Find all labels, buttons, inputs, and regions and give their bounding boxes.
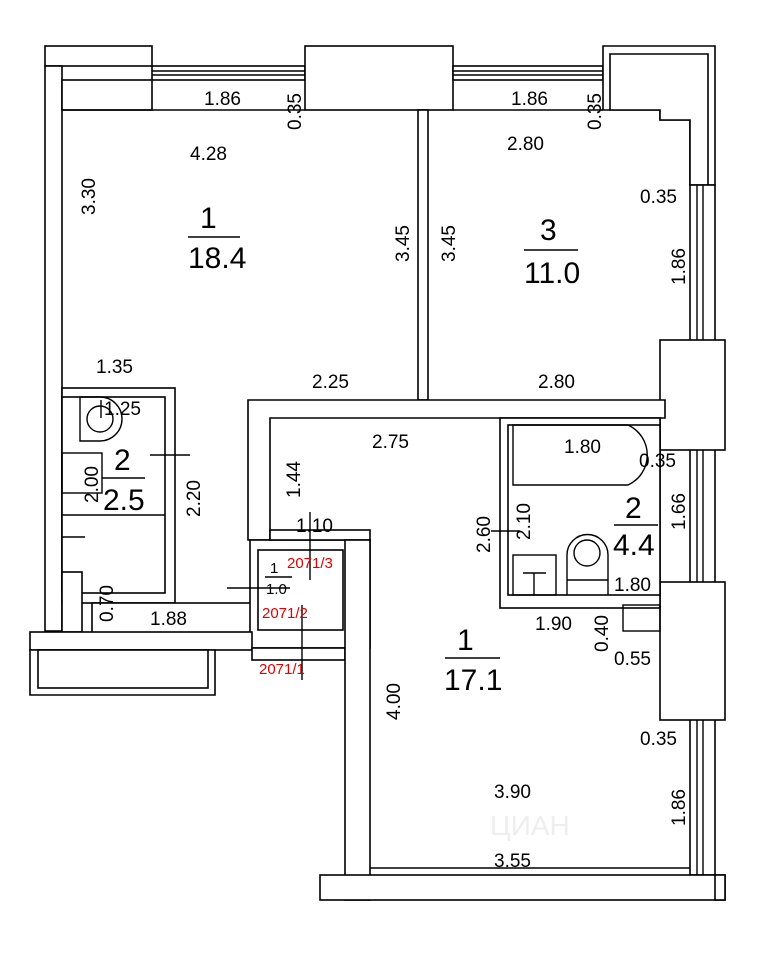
- dim: 2.80: [538, 372, 575, 393]
- room-labels: 1 18.4 3 11.0 2 2.5 2 4.4 1 17.1 1 1.0: [102, 202, 658, 697]
- dim: 2.00: [82, 466, 103, 503]
- label-2071-3: 2071/3: [287, 555, 333, 572]
- dim: 1.35: [96, 357, 133, 378]
- dim: 3.45: [439, 225, 460, 262]
- label-2071-2: 2071/2: [262, 605, 308, 622]
- room-3-number: 3: [540, 214, 557, 247]
- label-2071-1: 2071/1: [259, 661, 305, 678]
- dim: 2.20: [184, 480, 205, 517]
- dim: 1.80: [564, 437, 601, 458]
- dim: 1.25: [104, 399, 141, 420]
- room-1-number: 1: [200, 202, 217, 235]
- dim: 1.86: [669, 789, 690, 826]
- red-labels: 2071/3 2071/2 2071/1: [259, 555, 333, 678]
- hall-area: 17.1: [444, 664, 502, 697]
- dim: 1.44: [284, 461, 305, 498]
- room-3-area: 11.0: [524, 257, 580, 290]
- hall-number: 1: [457, 624, 474, 657]
- dim: 1.80: [614, 575, 651, 596]
- dim: 1.86: [511, 89, 548, 110]
- dim: 2.60: [474, 516, 495, 553]
- dim: 2.25: [312, 372, 349, 393]
- dim: 2.10: [514, 503, 535, 540]
- dim: 4.28: [190, 144, 227, 165]
- dim: 1.66: [669, 493, 690, 530]
- dim: 3.90: [494, 782, 531, 803]
- dim: 0.40: [592, 615, 613, 652]
- closet-number: 1: [270, 560, 278, 577]
- walls: [29, 45, 726, 901]
- dim: 1.86: [204, 89, 241, 110]
- room-1-area: 18.4: [188, 242, 246, 275]
- dim: 3.30: [79, 178, 100, 215]
- dim: 2.75: [372, 432, 409, 453]
- dim: 0.35: [585, 93, 606, 130]
- dim: 3.55: [494, 851, 531, 872]
- dim: 0.70: [97, 585, 118, 622]
- dim: 0.55: [614, 649, 651, 670]
- dim: 0.35: [285, 93, 306, 130]
- dim: 0.35: [639, 451, 676, 472]
- bath-number: 2: [625, 492, 642, 525]
- dim: 2.80: [507, 134, 544, 155]
- closet-area: 1.0: [266, 581, 287, 598]
- dim: 3.45: [393, 225, 414, 262]
- wc-area: 2.5: [103, 484, 145, 517]
- dim: 1.10: [296, 516, 333, 537]
- bath-area: 4.4: [613, 529, 655, 562]
- dimension-labels: 1.86 0.35 1.86 0.35 4.28 3.30 3.45 3.45 …: [79, 89, 690, 872]
- dim: 0.35: [640, 729, 677, 750]
- dim: 1.88: [150, 609, 187, 630]
- watermark-logo: ЦИАН: [490, 810, 570, 841]
- dim: 1.86: [669, 248, 690, 285]
- dim: 0.35: [640, 187, 677, 208]
- wc-number: 2: [114, 444, 131, 477]
- dim: 1.90: [535, 614, 572, 635]
- dim: 4.00: [384, 683, 405, 720]
